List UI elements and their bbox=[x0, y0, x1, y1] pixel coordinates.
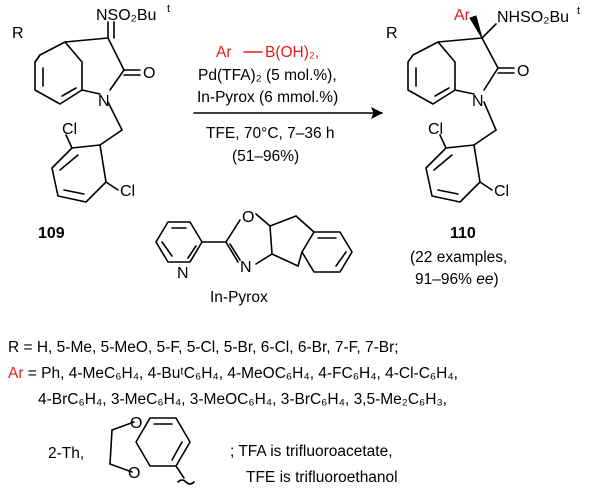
dioxole-oxygen-bottom: O bbox=[128, 465, 140, 482]
nitrogen-label-110: N bbox=[472, 93, 484, 110]
chloro-label-109-a: Cl bbox=[62, 121, 77, 138]
benzodioxole-structure bbox=[109, 417, 195, 485]
compound-110-structure bbox=[407, 15, 515, 203]
reagent-aryl-label: Ar bbox=[216, 44, 232, 61]
r-substituent-list: R = H, 5-Me, 5-MeO, 5-F, 5-Cl, 5-Br, 6-C… bbox=[8, 339, 399, 356]
yield-line: (51–96%) bbox=[232, 148, 299, 165]
oxazoline-nitrogen-label: N bbox=[240, 259, 252, 276]
aryl-list-line-1: Ar = Ph, 4-MeC₆H₄, 4-BuᵗC₆H₄, 4-MeOC₆H₄,… bbox=[8, 365, 458, 382]
oxazoline-oxygen-label: O bbox=[242, 209, 254, 226]
in-pyrox-structure bbox=[155, 213, 353, 273]
reagent-boronic-acid: B(OH)₂, bbox=[265, 44, 319, 61]
thienyl-label: 2-Th, bbox=[48, 445, 84, 462]
ligand-name: In-Pyrox bbox=[210, 289, 268, 306]
solvent-line: TFE, 70°C, 7–36 h bbox=[206, 125, 335, 142]
examples-count: (22 examples, bbox=[410, 249, 507, 266]
compound-109-structure bbox=[34, 21, 141, 203]
svg-text:Ar: Ar bbox=[216, 44, 232, 61]
dioxole-oxygen-top: O bbox=[130, 415, 142, 432]
chloro-label-109-b: Cl bbox=[120, 183, 135, 200]
reaction-conditions: Ar B(OH)₂, Pd(TFA)₂ (5 mol.%), In-Pyrox … bbox=[193, 44, 384, 165]
tfa-definition: ; TFA is trifluoroacetate, bbox=[230, 443, 393, 460]
imine-group-label: NSO₂Bu bbox=[96, 7, 156, 24]
tfe-definition: TFE is trifluoroethanol bbox=[246, 469, 398, 486]
nitrogen-label-109: N bbox=[98, 93, 110, 110]
amine-group-label: NHSO₂Bu bbox=[497, 9, 569, 26]
aryl-list-line-2: 4-BrC₆H₄, 3-MeC₆H₄, 3-MeOC₆H₄, 3-BrC₆H₄,… bbox=[38, 391, 447, 408]
oxygen-label-109: O bbox=[143, 65, 155, 82]
aryl-legend-label: Ar bbox=[8, 365, 24, 382]
arrow-head-icon bbox=[371, 106, 384, 120]
r-substituent-109: R bbox=[12, 25, 24, 42]
amine-tert-superscript: t bbox=[577, 5, 580, 17]
enantiomeric-excess: 91–96% ee) bbox=[415, 271, 499, 288]
imine-tert-superscript: t bbox=[167, 3, 170, 15]
catalyst-line: Pd(TFA)₂ (5 mol.%), bbox=[198, 67, 337, 84]
compound-number-109: 109 bbox=[38, 225, 65, 242]
oxygen-label-110: O bbox=[517, 63, 529, 80]
ligand-line: In-Pyrox (6 mmol.%) bbox=[197, 89, 338, 106]
pyridine-nitrogen-label: N bbox=[177, 265, 189, 282]
r-substituent-110: R bbox=[386, 25, 398, 42]
compound-number-110: 110 bbox=[450, 225, 476, 242]
aryl-label-110: Ar bbox=[454, 7, 471, 24]
chloro-label-110-b: Cl bbox=[494, 183, 509, 200]
chloro-label-110-a: Cl bbox=[428, 121, 443, 138]
